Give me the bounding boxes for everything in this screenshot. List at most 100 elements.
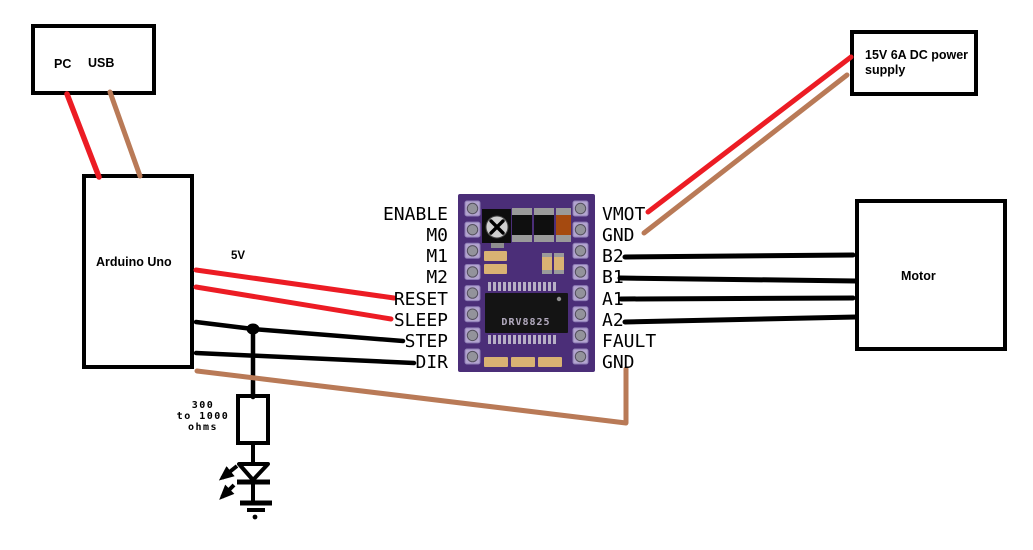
cap-body [534, 215, 554, 235]
cap-band [512, 208, 532, 215]
ground-symbol [240, 500, 272, 520]
header-pin [498, 282, 501, 291]
resistor-value-line3: ohms [187, 422, 219, 433]
pin-label-b2: B2 [602, 246, 624, 268]
wire-a1-to-motor [618, 295, 856, 302]
pad-hole [466, 266, 479, 278]
pin-label-gnd-top: GND [602, 225, 635, 247]
resistor-symbol [236, 394, 270, 445]
capacitor-orange [556, 208, 571, 242]
pad-hole [574, 245, 587, 257]
header-pin [518, 282, 521, 291]
pin-label-m0: M0 [426, 225, 448, 247]
header-pin [498, 335, 501, 344]
header-pin [523, 335, 526, 344]
cap-band [534, 208, 554, 215]
cap-body [512, 215, 532, 235]
bottom-pad-2 [511, 357, 535, 367]
drv8825-board-image: DRV8825 [458, 194, 595, 372]
capacitor-black-1 [512, 208, 532, 242]
resistor-cap [542, 253, 552, 257]
header-pin [493, 335, 496, 344]
pad-hole [466, 287, 479, 299]
header-pin [503, 335, 506, 344]
wire-arduino-gnd-return [194, 366, 629, 426]
cap-band [534, 235, 554, 242]
ground-dot [252, 514, 258, 520]
pin-label-gnd-bottom: GND [602, 351, 635, 373]
pin-label-a2: A2 [602, 309, 624, 331]
header-pin [508, 335, 511, 344]
pad-hole [466, 245, 479, 257]
pin-label-a1: A1 [602, 288, 624, 310]
header-pin [523, 282, 526, 291]
wire-vmot-to-power [645, 54, 854, 215]
trimpot-tab [491, 243, 504, 248]
ic-pin1-dot [556, 296, 562, 302]
wire-pc-to-arduino-brown [107, 89, 143, 179]
motor-label: Motor [901, 269, 936, 283]
capacitor-black-2 [534, 208, 554, 242]
pad-hole [574, 266, 587, 278]
resistor-cap [554, 270, 564, 274]
pin-label-b1: B1 [602, 267, 624, 289]
header-pin [488, 335, 491, 344]
driver-pads [464, 200, 589, 365]
pin-label-reset: RESET [393, 288, 448, 310]
cap-band [556, 208, 571, 215]
pad-hole [574, 308, 587, 320]
resistor-value-line2: to 1000 [176, 411, 230, 422]
header-pin [548, 282, 551, 291]
resistor-cap [554, 253, 564, 257]
pad-hole [574, 329, 587, 342]
resistor-value-line1: 300 [191, 400, 215, 411]
arduino-label: Arduino Uno [96, 255, 172, 269]
header-pin [513, 335, 516, 344]
pin-label-fault: FAULT [602, 330, 657, 352]
power-supply-label: 15V 6A DC power supply [865, 48, 969, 77]
header-pin [538, 282, 541, 291]
resistor-chip-v2 [554, 253, 564, 274]
pad-hole [466, 329, 479, 342]
driver-left-pin-labels: ENABLE M0 M1 M2 RESET SLEEP STEP DIR [308, 204, 448, 373]
pin-label-m1: M1 [426, 246, 448, 268]
header-pin [528, 282, 531, 291]
pc-label: PC [54, 57, 72, 71]
header-pin [488, 282, 491, 291]
trimpot-icon [482, 209, 511, 248]
pin-label-step: STEP [404, 330, 448, 352]
wire-b1-to-motor [617, 275, 859, 284]
pad-hole [466, 202, 479, 215]
pad-hole [466, 308, 479, 320]
resistor-chip-v1 [542, 253, 552, 274]
wire-arduino-to-reset [193, 267, 397, 301]
led-triangle [237, 462, 270, 482]
pad-hole [574, 350, 587, 363]
driver-right-pin-labels: VMOT GND B2 B1 A1 A2 FAULT GND [602, 204, 742, 373]
pad-hole [466, 223, 479, 236]
header-pin [533, 335, 536, 344]
header-pin [538, 335, 541, 344]
wire-arduino-to-dir [193, 350, 417, 366]
ic-pin-rows [488, 282, 556, 344]
bottom-pad-1 [484, 357, 508, 367]
pad-hole [574, 202, 587, 215]
pad-hole [466, 350, 479, 363]
header-pin [493, 282, 496, 291]
cap-body [556, 215, 571, 235]
pad-hole [574, 287, 587, 299]
resistor-chip-h2 [484, 264, 507, 274]
pc-usb-box: PC USB [31, 24, 156, 95]
header-pin [553, 282, 556, 291]
header-pin [543, 335, 546, 344]
resistor-value-label: 300 to 1000 ohms [167, 400, 239, 433]
led-light-arrow-2 [219, 483, 236, 500]
bottom-pad-3 [538, 357, 562, 367]
cap-band [556, 235, 571, 242]
header-pin [553, 335, 556, 344]
header-pin [518, 335, 521, 344]
wire-pc-to-arduino-red [64, 91, 102, 180]
header-pin [533, 282, 536, 291]
